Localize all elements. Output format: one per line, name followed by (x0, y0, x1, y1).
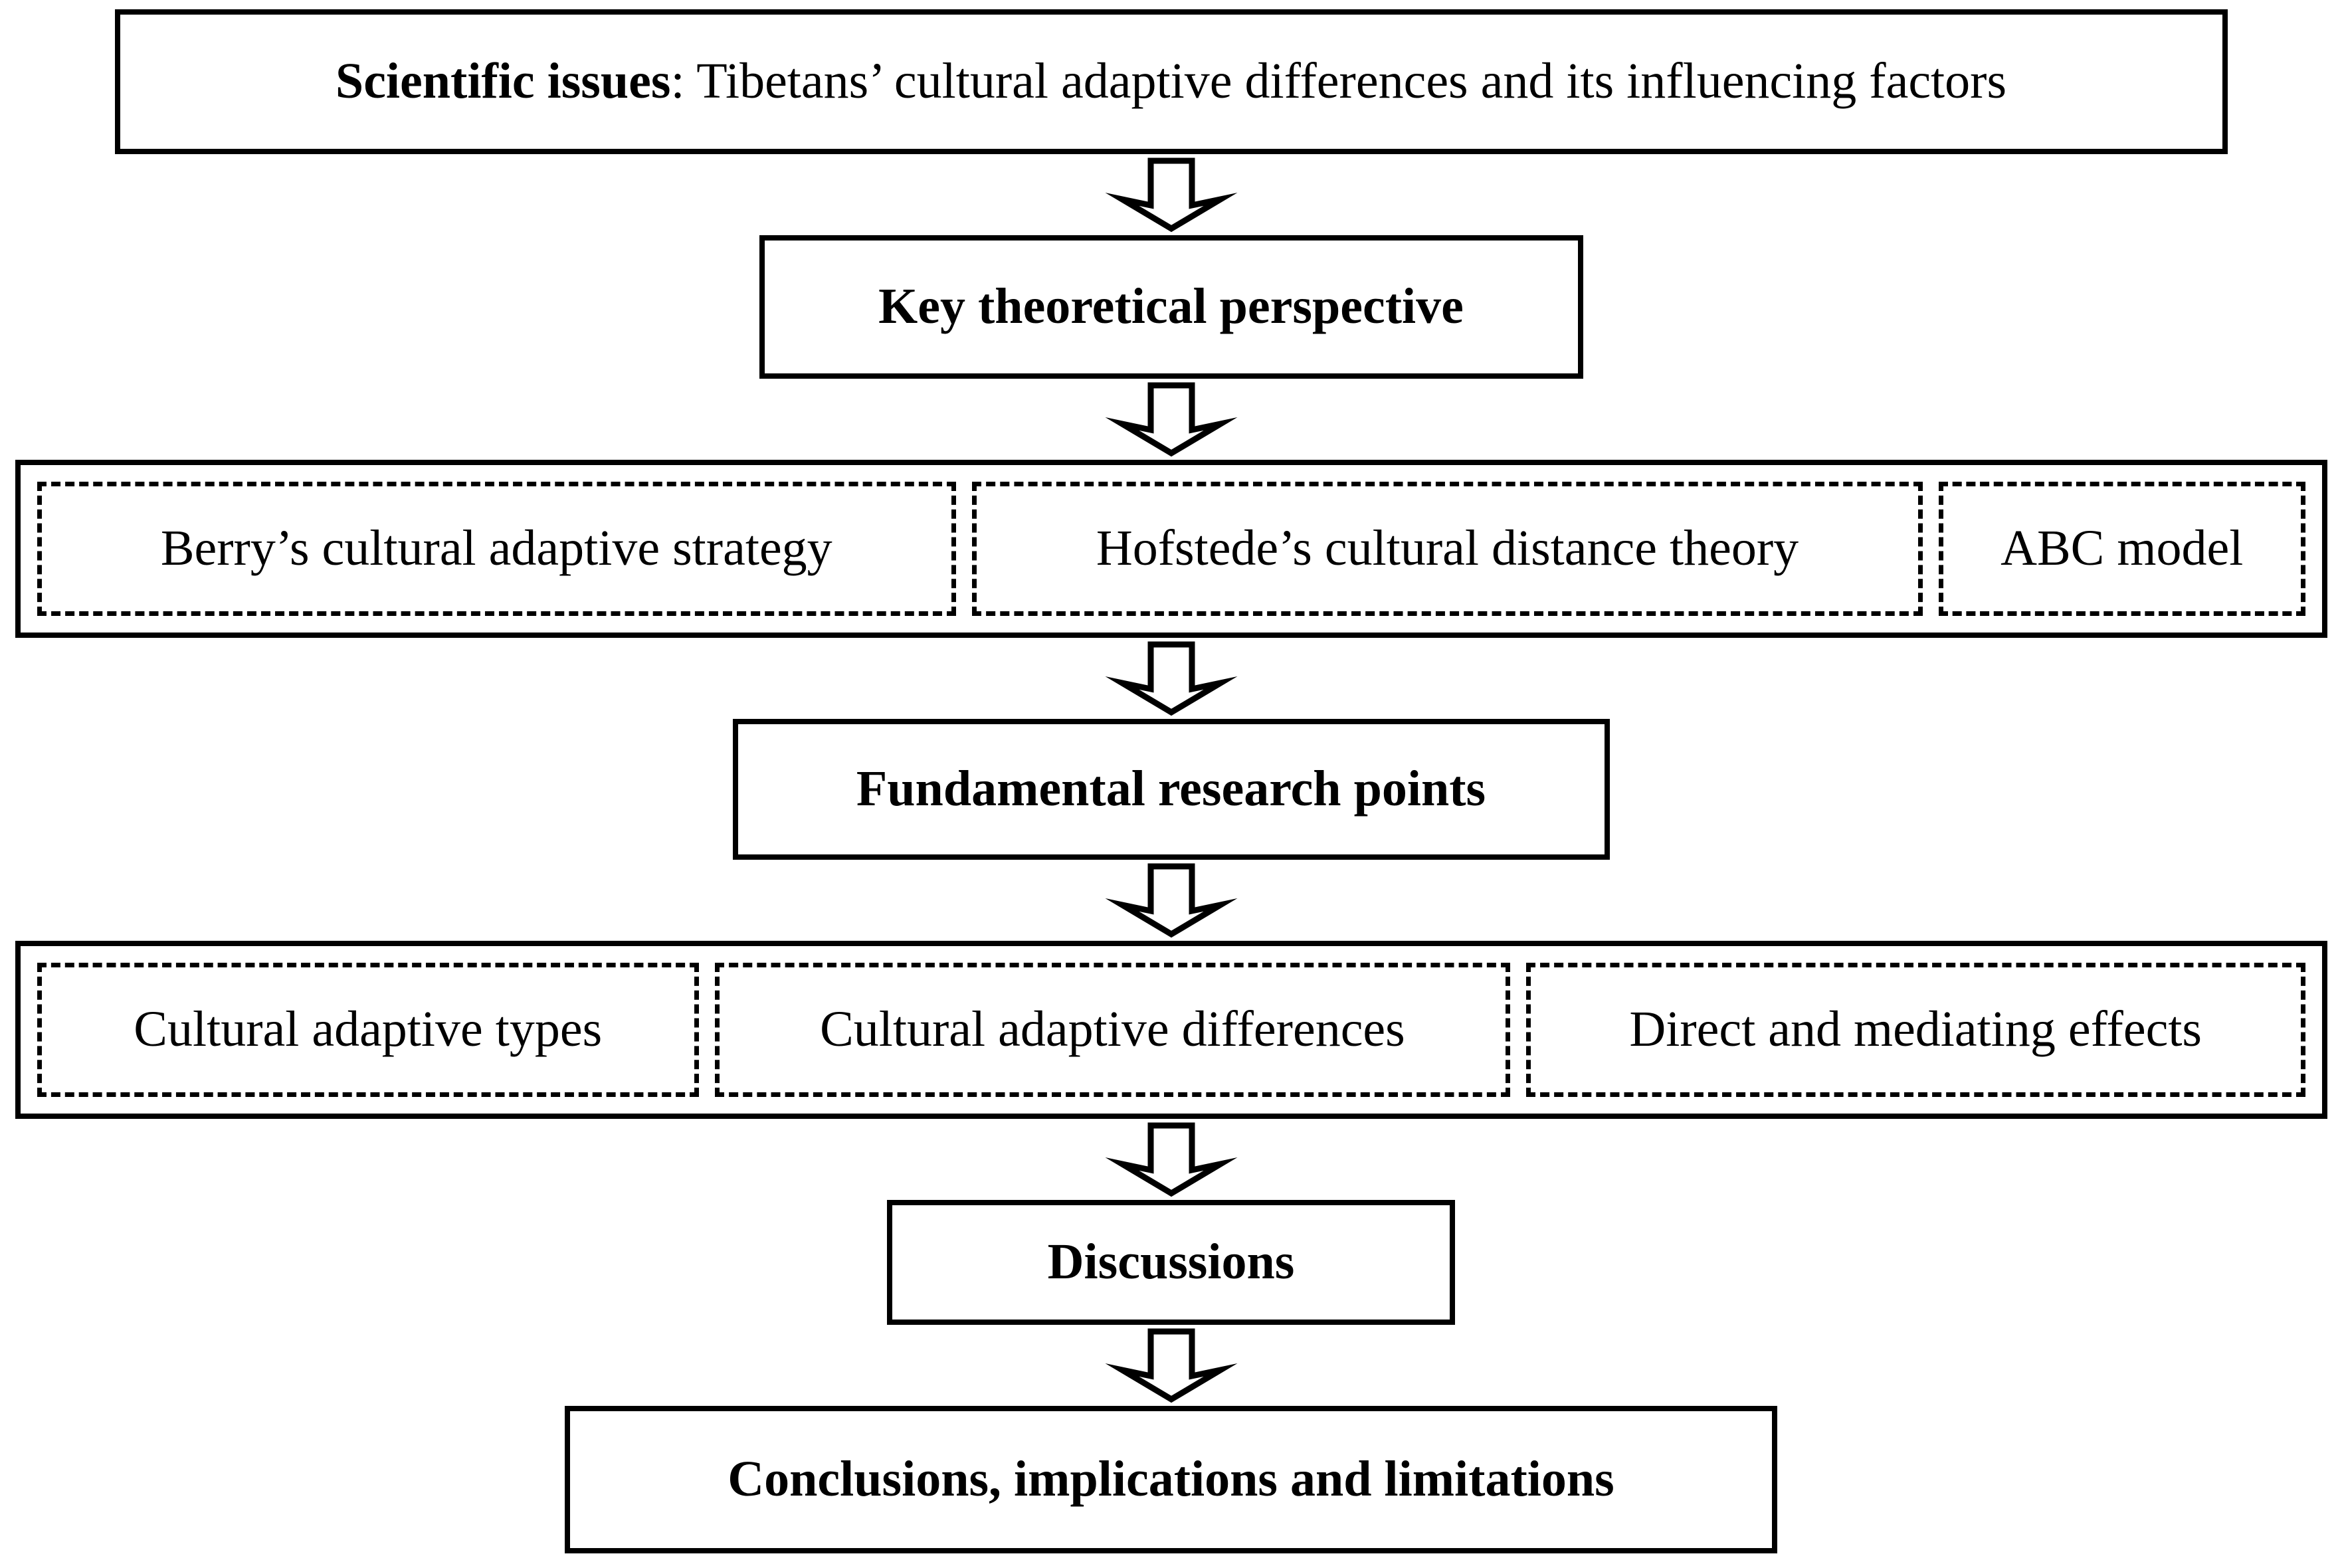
node-cultural-adaptive-differences-label: Cultural adaptive differences (820, 1001, 1405, 1058)
node-cultural-adaptive-differences: Cultural adaptive differences (714, 963, 1510, 1097)
node-discussions: Discussions (887, 1200, 1455, 1325)
node-hofstede-theory: Hofstede’s cultural distance theory (972, 482, 1923, 616)
node-berry-strategy-label: Berry’s cultural adaptive strategy (160, 520, 832, 577)
node-fundamental-research-points: Fundamental research points (732, 719, 1610, 860)
down-arrow-icon (1104, 1122, 1238, 1197)
node-hofstede-theory-label: Hofstede’s cultural distance theory (1096, 520, 1799, 577)
node-key-theoretical-perspective: Key theoretical perspective (759, 235, 1583, 379)
node-direct-mediating-effects-label: Direct and mediating effects (1629, 1001, 2202, 1058)
node-discussions-label: Discussions (1047, 1234, 1295, 1290)
node-direct-mediating-effects: Direct and mediating effects (1525, 963, 2305, 1097)
scientific-issues-bold-text: Scientific issues (335, 53, 671, 110)
down-arrow-icon (1104, 382, 1238, 457)
node-abc-model: ABC model (1938, 482, 2305, 616)
node-key-theoretical-perspective-label: Key theoretical perspective (878, 278, 1464, 335)
node-berry-strategy: Berry’s cultural adaptive strategy (37, 482, 956, 616)
node-cultural-adaptive-types: Cultural adaptive types (37, 963, 699, 1097)
down-arrow-icon (1104, 157, 1238, 233)
down-arrow-icon (1104, 641, 1238, 716)
down-arrow-icon (1104, 863, 1238, 938)
node-scientific-issues-label: Scientific issues: Tibetans’ cultural ad… (336, 52, 2006, 110)
node-conclusions: Conclusions, implications and limitation… (565, 1406, 1777, 1553)
research-points-group: Cultural adaptive types Cultural adaptiv… (15, 941, 2327, 1119)
down-arrow-icon (1104, 1328, 1238, 1403)
node-conclusions-label: Conclusions, implications and limitation… (728, 1451, 1614, 1508)
theory-group: Berry’s cultural adaptive strategy Hofst… (15, 460, 2327, 638)
node-scientific-issues: Scientific issues: Tibetans’ cultural ad… (114, 9, 2228, 154)
scientific-issues-rest-text: : Tibetans’ cultural adaptive difference… (670, 53, 2007, 110)
node-abc-model-label: ABC model (2000, 520, 2244, 577)
node-cultural-adaptive-types-label: Cultural adaptive types (134, 1001, 603, 1058)
node-fundamental-research-points-label: Fundamental research points (856, 761, 1486, 817)
